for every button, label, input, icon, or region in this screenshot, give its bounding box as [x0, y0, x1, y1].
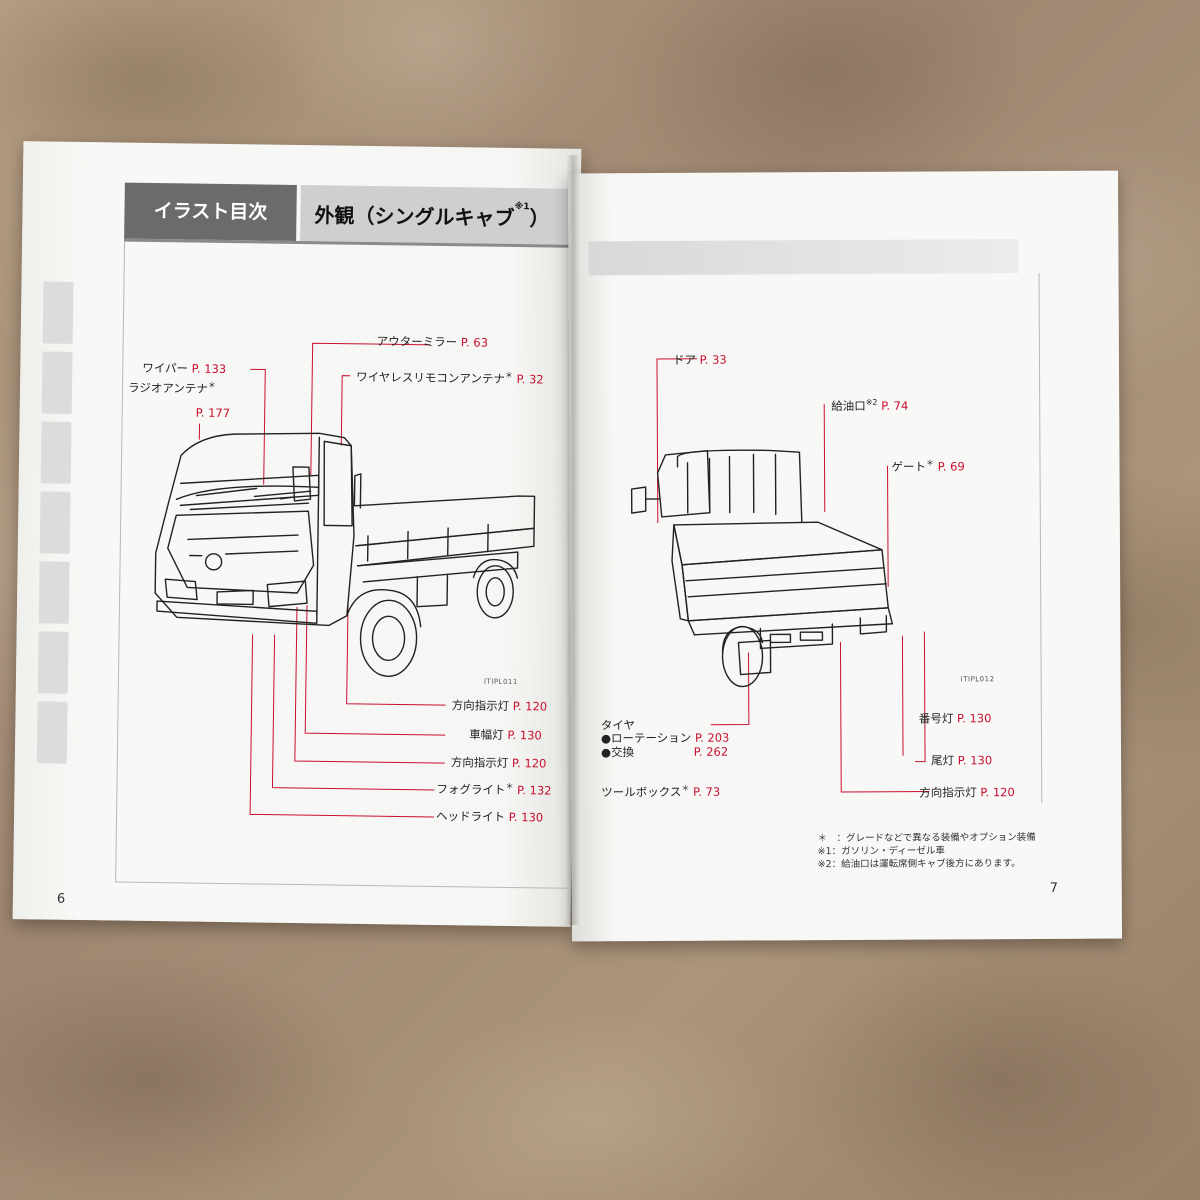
callout-headlight-ref: P. 130 [508, 809, 544, 825]
callout-fog-light: フォグライト＊ P. 132 [436, 781, 552, 798]
callout-tire-rotation-ref: P. 203 [694, 730, 730, 745]
front-truck-illustration [154, 342, 536, 818]
callout-fuel-inlet-ref: P. 74 [881, 398, 909, 413]
callout-wiper-ref: P. 133 [191, 361, 227, 376]
callout-clearance-lamp: 車幅灯 P. 130 [469, 727, 542, 743]
callout-wireless-antenna: ワイヤレスリモコンアンテナ＊ P. 32 [356, 369, 544, 387]
book-gutter [566, 155, 580, 925]
right-image-code: ITIPL012 [960, 675, 995, 684]
callout-license-lamp-ref: P. 130 [956, 711, 992, 726]
callout-license-lamp: 番号灯 P. 130 [918, 711, 992, 726]
callout-fog-light-ref: P. 132 [517, 783, 552, 798]
rear-truck-illustration [630, 358, 930, 793]
callout-tire-replace: ●交換 P. 262 [600, 744, 729, 760]
callout-outer-mirror-ref: P. 63 [460, 335, 489, 350]
callout-turn-signal-side-ref: P. 120 [512, 699, 548, 714]
right-page-number: 7 [1049, 880, 1059, 896]
footnotes: ＊ ：グレードなどで異なる装備やオプション装備 ※1：ガソリン・ディーゼル車 ※… [817, 831, 1036, 871]
callout-tool-box-ref: P. 73 [693, 784, 721, 799]
right-page: ドア P. 33 給油口※2 P. 74 ゲート＊ P. 69 ITIPL012… [567, 170, 1123, 942]
left-page-number: 6 [56, 891, 66, 907]
callout-outer-mirror: アウターミラー P. 63 [376, 334, 489, 350]
callout-turn-signal-rear-ref: P. 120 [980, 785, 1015, 800]
callout-wiper: ワイパー P. 133 [142, 360, 227, 376]
callout-door: ドア P. 33 [672, 352, 727, 367]
callout-radio-antenna-ref: P. 177 [195, 405, 231, 421]
callout-turn-signal-front-ref: P. 120 [511, 756, 547, 771]
callout-fuel-inlet: 給油口※2 P. 74 [831, 397, 909, 414]
left-image-code: ITIPL011 [483, 677, 518, 687]
callout-door-ref: P. 33 [699, 352, 727, 367]
footnote: ※2：給油口は運転席側キャブ後方にあります。 [817, 858, 1021, 871]
callout-radio-antenna: ラジオアンテナ＊ [127, 380, 216, 396]
callout-tail-lamp: 尾灯 P. 130 [931, 753, 993, 768]
left-page: イラスト目次 外観（シングルキャブ※1） [12, 141, 582, 927]
callout-gate: ゲート＊ P. 69 [891, 458, 965, 474]
footnote: ＊ ：グレードなどで異なる装備やオプション装備 [817, 832, 1036, 845]
callout-wireless-antenna-ref: P. 32 [516, 372, 544, 387]
callout-headlight: ヘッドライト P. 130 [435, 808, 544, 825]
footnote: ※1：ガソリン・ディーゼル車 [817, 845, 945, 858]
callout-clearance-lamp-ref: P. 130 [507, 727, 542, 743]
callout-turn-signal-side: 方向指示灯 P. 120 [451, 698, 548, 714]
callout-tool-box: ツールボックス＊ P. 73 [601, 783, 721, 800]
callout-gate-ref: P. 69 [937, 459, 965, 474]
callout-tire-rotation: ●ローテーション P. 203 [600, 730, 730, 746]
callout-turn-signal-front: 方向指示灯 P. 120 [450, 755, 547, 771]
callout-tire-replace-ref: P. 262 [693, 744, 729, 759]
callout-turn-signal-rear: 方向指示灯 P. 120 [919, 785, 1015, 800]
callout-tail-lamp-ref: P. 130 [957, 753, 993, 768]
